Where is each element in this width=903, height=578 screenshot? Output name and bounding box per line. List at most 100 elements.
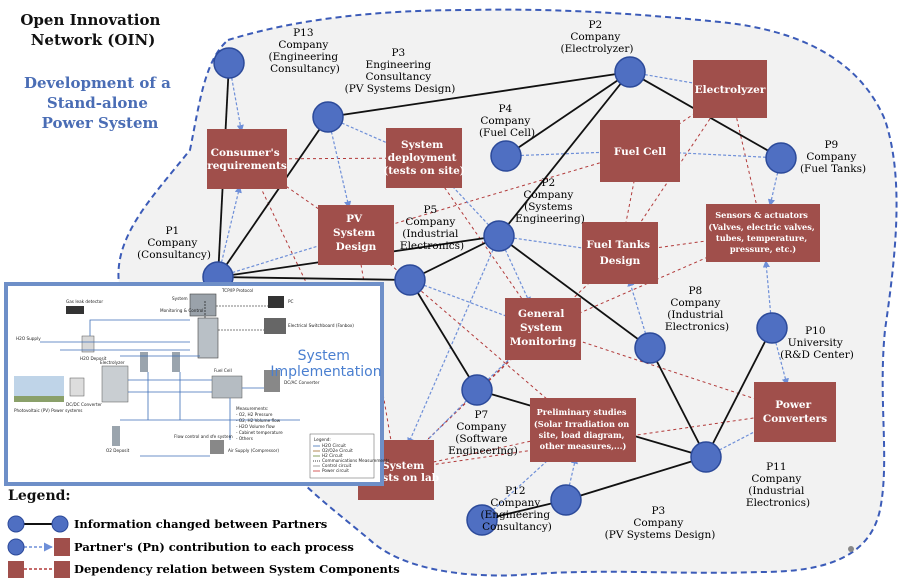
contribution-edge <box>217 241 328 278</box>
svg-text:General System Mon: General System Monitoring <box>510 308 577 348</box>
information-edge <box>565 456 707 501</box>
partner-label-p2-electrolyzer: P2 Company (Electrolyzer) <box>561 19 634 55</box>
inset-label: H2O Supply <box>16 336 41 341</box>
partner-label-p8: P8 Company (Industrial Electronics) <box>665 285 729 333</box>
partner-node-p2a <box>614 56 646 88</box>
fuel-cell-device <box>211 375 243 399</box>
information-edge <box>409 279 478 391</box>
information-edge <box>505 71 631 157</box>
inset-label: Legend: <box>314 437 331 442</box>
partner-node-p2b <box>483 220 515 252</box>
partner-nodes <box>202 47 797 536</box>
partner-label-p3-consultancy: P3 Engineering Consultancy (PV Systems D… <box>345 47 456 95</box>
inset-circuits <box>40 319 300 457</box>
svg-text:Electrolyzer: Electrolyzer <box>695 84 766 96</box>
partner-node-p13 <box>213 47 245 79</box>
inset-label: Monitoring & Control <box>160 308 203 313</box>
information-edge <box>217 116 329 278</box>
h2o-deposit-device <box>81 335 95 353</box>
partner-label-p4: P4 Company (Fuel Cell) <box>479 103 535 139</box>
inset-label: Flow control and sfe system <box>174 434 233 439</box>
control-cabinet <box>197 317 219 359</box>
inset-label: PC <box>288 299 294 304</box>
information-edge <box>498 71 631 237</box>
svg-text:Fuel Tanks Design: Fuel Tanks Design <box>586 239 653 267</box>
legend-item-dependency: Dependency relation between System Compo… <box>74 562 400 576</box>
dependency-edge <box>542 328 796 413</box>
inset-label: Power circuit <box>322 468 349 473</box>
information-edge <box>409 235 500 281</box>
inset-comm-lines <box>204 300 268 331</box>
inset-label: DC/AC Converter <box>284 380 320 385</box>
svg-text:Preliminary studies (Sol: Preliminary studies (Solar Irradiation o… <box>534 407 632 451</box>
process-sensors-actuators: Sensors & actuators (Valves, electric va… <box>706 204 820 262</box>
inset-label: - Cabinet temperature <box>236 430 283 435</box>
inset-label: System <box>172 296 188 301</box>
svg-text:System deployment: System deployment (tests on site) <box>383 139 465 177</box>
inset-label: - H2O Volume flow <box>236 424 275 429</box>
inset-label: - Others <box>236 436 253 441</box>
inset-label: - O2, H2 Volume flow <box>236 418 281 423</box>
legend-title: Legend: <box>8 488 71 504</box>
inset-label: Control circuit <box>322 463 352 468</box>
partner-node-p3a <box>312 101 344 133</box>
legend-item-contribution: Partner's (Pn) contribution to each proc… <box>74 540 354 554</box>
svg-text:Fuel Cell: Fuel Cell <box>614 146 666 158</box>
inset-label: TCP/IP Protocol <box>221 288 253 293</box>
process-general-system-monitoring: General System Monitoring <box>505 298 581 360</box>
contribution-edge <box>505 148 611 157</box>
information-edge <box>217 276 411 281</box>
partner-node-p9 <box>765 142 797 174</box>
information-edge <box>649 347 707 458</box>
control-cabinet-top <box>189 293 217 317</box>
dependency-edge <box>355 234 584 431</box>
partner-node-p5 <box>394 264 426 296</box>
system-implementation-inset: Gas leak detector System Monitoring & Co… <box>4 282 389 486</box>
partner-label-p3-company: P3 Company (PV Systems Design) <box>605 505 716 541</box>
inset-label: O2/O2e Circuit <box>322 448 353 453</box>
project-title: Development of a Stand-alone Power Syste… <box>24 74 176 132</box>
process-pv-system-design: PV System Design <box>318 205 394 265</box>
inset-label: Electrolyzer <box>100 360 125 365</box>
partner-label-p10: P10 University (R&D Center) <box>780 325 854 361</box>
svg-text:Consumer's requirements: Consumer's requirements <box>207 147 287 172</box>
partner-label-p1: P1 Company (Consultancy) <box>137 225 211 261</box>
o2-deposit-device <box>112 426 120 446</box>
inset-label: O2 Deposit <box>106 448 130 453</box>
dependency-edge <box>355 150 641 236</box>
dcdc-converter-device <box>69 377 85 397</box>
dependency-edge <box>355 234 397 471</box>
information-edge <box>327 71 631 118</box>
tank-2 <box>172 352 180 372</box>
tank-1 <box>140 352 148 372</box>
partner-label-p5: P5 Company (Industrial Electronics) <box>400 204 464 252</box>
inset-legend-box <box>309 433 375 479</box>
contribution-edge <box>409 279 516 321</box>
svg-text:Power Converters: Power Converters <box>763 399 827 425</box>
partner-node-p7 <box>461 374 493 406</box>
network-title: Open Innovation Network (OIN) <box>20 11 165 49</box>
inset-label: Measurements: <box>236 406 268 411</box>
svg-text:System tests on lab: System tests on lab <box>371 460 439 484</box>
inset-label: Electrical Switchboard (Fanbox) <box>288 323 354 328</box>
dependency-edge <box>395 411 796 471</box>
process-electrolyzer: Electrolyzer <box>693 60 767 118</box>
inset-label: - O2, H2 Pressure <box>236 412 273 417</box>
inset-label: H2O Circuit <box>322 443 346 448</box>
pc-monitor <box>268 296 284 308</box>
process-consumer-requirements: Consumer's requirements <box>207 129 287 189</box>
information-edge <box>498 235 651 349</box>
inset-label: Communications Measurements <box>322 458 389 463</box>
partner-node-p4 <box>490 140 522 172</box>
partner-node-p10 <box>756 312 788 344</box>
partner-label-p12: P12 Company (Engineering Consultancy) <box>481 485 554 533</box>
partner-label-p11: P11 Company (Industrial Electronics) <box>746 461 810 509</box>
process-system-deployment: System deployment (tests on site) <box>383 128 465 188</box>
inset-legend-swatches <box>313 445 320 472</box>
svg-text:Sensors & actuators (Val: Sensors & actuators (Valves, electric va… <box>708 210 817 254</box>
contribution-edge <box>767 157 782 207</box>
pv-panels-image <box>14 376 64 402</box>
partner-label-p7: P7 Company (Software Engineering) <box>448 409 518 457</box>
inset-label: H2 Circuit <box>322 453 343 458</box>
